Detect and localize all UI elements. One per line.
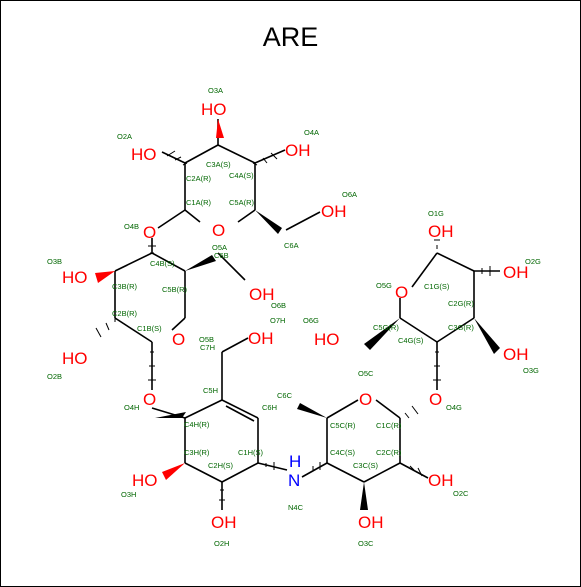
amine-nitrogen: N: [288, 471, 300, 490]
ring-oxygen-5b: O: [172, 330, 185, 349]
hydroxyl-6a: OH: [321, 202, 347, 221]
atom-label: N4C: [288, 503, 304, 512]
atom-label: O3C: [358, 539, 374, 548]
atom-label: O6A: [342, 190, 357, 199]
atom-label: O3B: [47, 257, 62, 266]
atom-label: C3A(S): [206, 160, 231, 169]
heteroatom-layer: HO HO OH OH O O HO HO O OH O OH HO OH H …: [62, 100, 529, 532]
atom-label: C3B(R): [112, 282, 138, 291]
hydroxyl-2c: OH: [428, 471, 454, 490]
hydroxyl-7h: OH: [248, 329, 274, 348]
atom-label: C4A(S): [229, 171, 254, 180]
atom-label: O4B: [124, 222, 139, 231]
atom-label: C1C(R): [376, 421, 402, 430]
atom-label: C5H: [203, 386, 218, 395]
molecule-title: ARE: [262, 22, 319, 52]
atom-label: C6B: [214, 251, 229, 260]
bond-layer: [114, 119, 500, 510]
hydroxyl-4a: OH: [285, 141, 311, 160]
atom-label-layer: O3A O2A O4A C3A(S) C2A(R) C4A(S) C1A(R) …: [47, 86, 541, 548]
atom-label: C6C: [277, 391, 293, 400]
atom-label: O6G: [303, 316, 319, 325]
atom-label: C4C(S): [330, 448, 356, 457]
atom-label: C1A(R): [186, 198, 212, 207]
atom-label: O5A: [212, 243, 227, 252]
atom-label: C2A(R): [186, 174, 212, 183]
atom-label: C5B(R): [162, 285, 188, 294]
atom-label: C7H: [200, 343, 215, 352]
atom-label: C1G(S): [424, 282, 450, 291]
glycosidic-oxygen-4g: O: [429, 390, 442, 409]
hydroxyl-3a: HO: [201, 100, 227, 119]
atom-label: O3H: [121, 490, 136, 499]
atom-label: O1G: [428, 209, 444, 218]
atom-label: O2H: [214, 539, 229, 548]
atom-label: O4A: [304, 128, 319, 137]
hydroxyl-3h: HO: [132, 471, 158, 490]
atom-label: C3G(R): [448, 323, 474, 332]
hydroxyl-6g: HO: [314, 330, 340, 349]
atom-label: C1B(S): [137, 324, 162, 333]
atom-label: C6A: [284, 241, 299, 250]
atom-label: C5A(R): [229, 198, 255, 207]
atom-label: C2C(R): [376, 448, 402, 457]
wedge-bonds: [95, 119, 500, 510]
hashed-bonds: [95, 150, 491, 501]
atom-label: C5C(R): [330, 421, 356, 430]
ring-oxygen-5g: O: [395, 283, 408, 302]
glycosidic-oxygen-4b: O: [143, 223, 156, 242]
atom-label: O7H: [270, 316, 285, 325]
amine-hydrogen: H: [289, 452, 301, 471]
hydroxyl-2g: OH: [503, 263, 529, 282]
hydroxyl-3c: OH: [358, 513, 384, 532]
atom-label: C5G(R): [373, 323, 399, 332]
atom-label: C2H(S): [208, 461, 234, 470]
atom-label: C2B(R): [112, 309, 138, 318]
atom-label: C4H(R): [184, 420, 210, 429]
hydroxyl-3g: OH: [503, 345, 529, 364]
ring-oxygen-5a: O: [212, 221, 225, 240]
ring-oxygen-5c: O: [359, 390, 372, 409]
hydroxyl-1g: OH: [428, 222, 454, 241]
hydroxyl-6b: OH: [249, 285, 275, 304]
atom-label: C6H: [262, 403, 277, 412]
atom-label: O6B: [271, 301, 286, 310]
atom-label: O2B: [47, 372, 62, 381]
atom-label: O3A: [208, 86, 223, 95]
hydroxyl-2a: HO: [131, 145, 157, 164]
atom-label: C3H(R): [184, 448, 210, 457]
atom-label: C1H(S): [238, 448, 264, 457]
atom-label: O4H: [124, 403, 139, 412]
atom-label: O5G: [376, 281, 392, 290]
atom-label: O4G: [446, 403, 462, 412]
atom-label: O2C: [453, 489, 469, 498]
hydroxyl-3b: HO: [62, 268, 88, 287]
hydroxyl-2b: HO: [62, 349, 88, 368]
atom-label: C3C(S): [353, 461, 379, 470]
atom-label: O2G: [525, 257, 541, 266]
atom-label: O2A: [117, 132, 132, 141]
atom-label: O5C: [358, 369, 374, 378]
hydroxyl-2h: OH: [211, 513, 237, 532]
atom-label: C4G(S): [398, 336, 424, 345]
atom-label: O3G: [523, 366, 539, 375]
atom-label: C2G(R): [448, 299, 474, 308]
atom-label: O5B: [199, 335, 214, 344]
atom-label: C4B(S): [150, 259, 175, 268]
oxygen-4h: O: [143, 390, 156, 409]
